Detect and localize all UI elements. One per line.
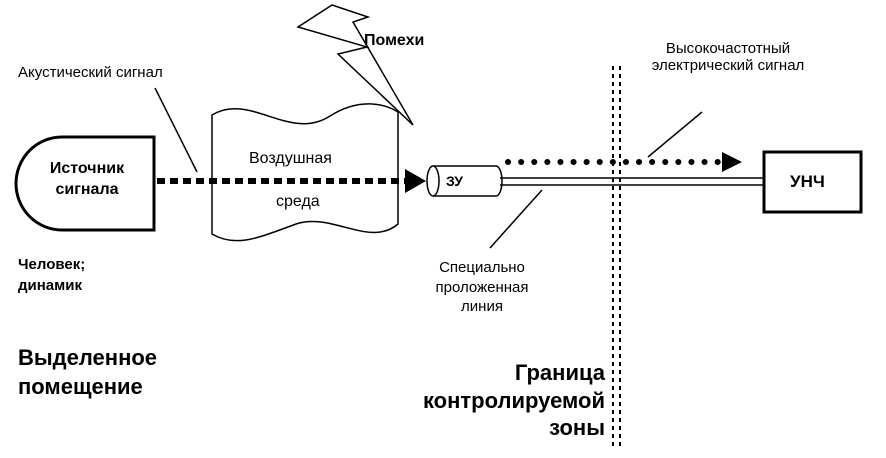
source-label: Источник сигнала <box>26 159 148 201</box>
amplifier-label: УНЧ <box>790 172 825 191</box>
hf-signal-label-line2: электрический сигнал <box>651 57 805 75</box>
lightning-icon <box>296 4 414 126</box>
air-medium-shape <box>211 103 399 242</box>
human-speaker-label-line1: Человек; <box>18 256 86 273</box>
hf-signal-label-line1: Высокочастотный <box>665 40 791 57</box>
acoustic-arrowhead <box>405 169 426 193</box>
source-shape <box>14 135 156 232</box>
zone-boundary-label-line3: зоны <box>549 415 605 440</box>
special-line-label-line2: проложенная <box>435 278 529 296</box>
special-line-label-line3: линия <box>461 298 503 315</box>
room-label: Выделенное помещение <box>18 344 157 401</box>
air-medium-label-line2: среда <box>276 193 320 210</box>
human-speaker-label-line2: динамик <box>18 277 82 294</box>
hf-label-leader <box>647 111 703 158</box>
device-cylinder-face <box>426 165 440 197</box>
zone-boundary-label: Граница контролируемой зоны <box>355 359 605 442</box>
source-label-line1: Источник <box>49 160 125 177</box>
zone-boundary-label-line1: Граница <box>514 360 605 385</box>
room-label-line1: Выделенное <box>18 345 158 370</box>
acoustic-signal-label: Акустический сигнал <box>18 64 163 81</box>
air-medium-label-line1: Воздушная <box>249 150 332 167</box>
special-line-label: Специально проложенная линия <box>412 258 552 317</box>
acoustic-label-leader <box>154 87 198 173</box>
hf-signal-label: Высокочастотный электрический сигнал <box>624 40 832 75</box>
special-line-leader <box>489 189 543 249</box>
human-speaker-label: Человек; динамик <box>18 254 85 296</box>
amplifier-box <box>762 150 863 214</box>
device-label: ЗУ <box>446 173 463 189</box>
device-cylinder <box>433 165 503 197</box>
zone-boundary-label-line2: контролируемой <box>422 387 605 413</box>
room-label-line2: помещение <box>18 373 143 399</box>
special-line-label-line1: Специально <box>439 259 525 276</box>
interference-label: Помехи <box>364 32 425 49</box>
hf-signal-arrowhead <box>722 152 742 172</box>
source-label-line2: сигнала <box>55 180 119 198</box>
